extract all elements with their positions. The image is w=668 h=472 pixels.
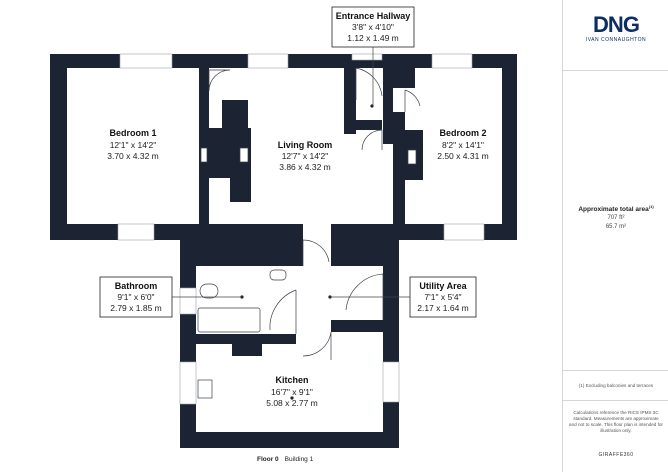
- bathroom-name: Bathroom: [115, 281, 158, 291]
- bedroom1-imperial: 12'1" x 14'2": [110, 140, 157, 150]
- area-title: Approximate total area(1): [578, 204, 654, 214]
- fixtures: [197, 147, 417, 399]
- sink: [269, 269, 287, 281]
- divider: [563, 400, 668, 401]
- utility-callout: Utility Area 7'1" x 5'4" 2.17 x 1.64 m: [330, 276, 477, 318]
- living-imperial: 12'7" x 14'2": [282, 151, 329, 161]
- radiator-bed2: [407, 149, 417, 165]
- radiator-living: [239, 147, 249, 163]
- bathroom-imperial: 9'1" x 6'0": [117, 292, 154, 302]
- bathroom-metric: 2.79 x 1.85 m: [110, 303, 162, 313]
- hallway-metric: 1.12 x 1.49 m: [347, 33, 399, 43]
- hallway-name: Entrance Hallway: [336, 11, 411, 21]
- divider: [563, 70, 668, 71]
- walls: [50, 54, 517, 448]
- living-name: Living Room: [278, 140, 333, 150]
- kitchen-name: Kitchen: [275, 375, 308, 385]
- logo-mark: DNG: [593, 12, 640, 37]
- calculation-note: Calculations reference the RICS IPMS 3C …: [569, 410, 663, 433]
- windows: [117, 53, 485, 405]
- kitchen-sink: [197, 379, 213, 399]
- bedroom1-metric: 3.70 x 4.32 m: [107, 151, 159, 161]
- bedroom2-metric: 2.50 x 4.31 m: [437, 151, 489, 161]
- radiator-bed1: [200, 147, 208, 163]
- bedroom2-name: Bedroom 2: [439, 128, 486, 138]
- bath-tub: [197, 307, 261, 333]
- divider: [563, 370, 668, 371]
- exclusion-note: (1) Excluding balconies and terraces: [578, 383, 654, 388]
- kitchen-imperial: 16'7" x 9'1": [271, 387, 313, 397]
- utility-metric: 2.17 x 1.64 m: [417, 303, 469, 313]
- living-metric: 3.86 x 4.32 m: [279, 162, 331, 172]
- bathroom-callout: Bathroom 9'1" x 6'0" 2.79 x 1.85 m: [99, 276, 242, 318]
- utility-name: Utility Area: [419, 281, 467, 291]
- utility-imperial: 7'1" x 5'4": [424, 292, 461, 302]
- doors: [208, 67, 421, 360]
- bedroom2-imperial: 8'2" x 14'1": [442, 140, 484, 150]
- hallway-callout: Entrance Hallway 3'8" x 4'10" 1.12 x 1.4…: [331, 6, 415, 106]
- toilet: [199, 283, 219, 299]
- logo-subtitle: IVAN CONNAUGHTON: [585, 37, 647, 43]
- area-square-feet: 707 ft²: [607, 215, 625, 221]
- area-footnote-mark: (1): [648, 204, 654, 209]
- floor-plan: Bedroom 1 12'1" x 14'2" 3.70 x 4.32 m Li…: [50, 6, 517, 448]
- building-name: Building 1: [284, 456, 314, 463]
- brand-label: GIRAFFE360: [598, 452, 634, 458]
- kitchen-metric: 5.08 x 2.77 m: [266, 398, 318, 408]
- info-sidebar: DNG IVAN CONNAUGHTON Approximate total a…: [562, 0, 668, 472]
- floor-number: Floor 0: [257, 456, 279, 463]
- bedroom1-name: Bedroom 1: [109, 128, 156, 138]
- floor-label: Floor 0 Building 1: [257, 456, 313, 463]
- agency-logo: DNG IVAN CONNAUGHTON: [585, 12, 647, 44]
- area-square-metres: 65.7 m²: [605, 224, 627, 230]
- hallway-imperial: 3'8" x 4'10": [352, 22, 394, 32]
